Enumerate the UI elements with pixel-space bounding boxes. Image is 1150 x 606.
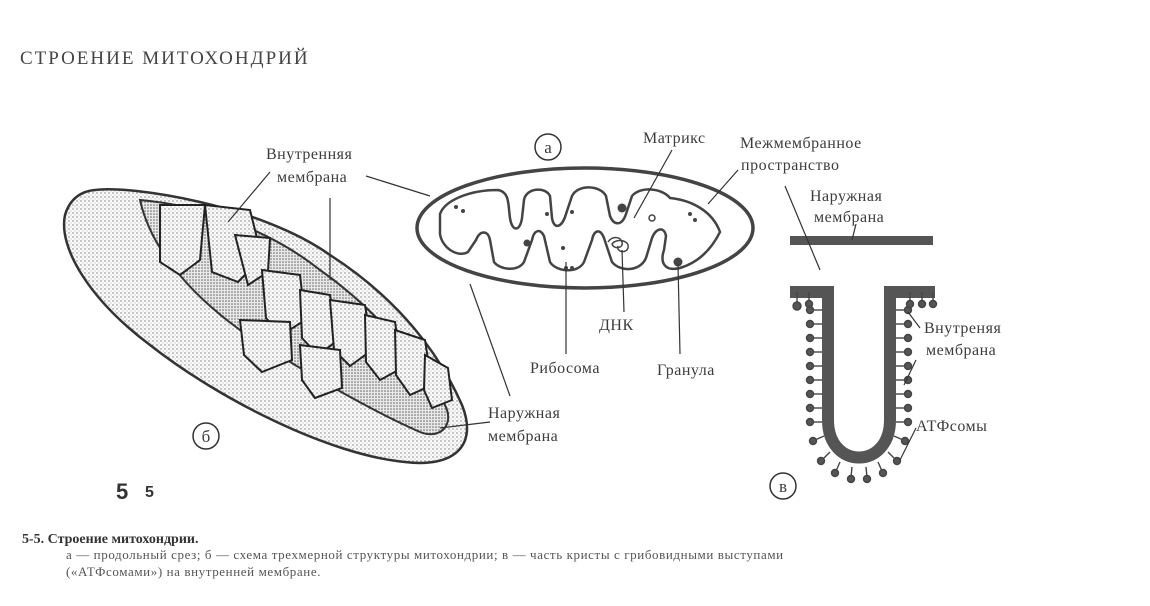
panel-a-letter: а [544, 138, 552, 157]
ribosome-dot [461, 209, 465, 213]
panel-b-inner-label-2: мембрана [277, 169, 347, 186]
panel-b-3d-mitochondrion [62, 188, 469, 465]
panel-c-inner-label-1: Внутреняя [924, 320, 1001, 337]
panel-b-letter-marker: б [192, 422, 220, 450]
ribosome-dot [561, 246, 565, 250]
panel-b-letter: б [202, 427, 211, 446]
atp-somes [792, 292, 938, 484]
ribosome-dot [454, 205, 458, 209]
intermembrane-label-1: Межмембранное [740, 135, 862, 152]
ribosome-dot [570, 266, 574, 270]
atp-somes-label: АТФсомы [916, 418, 987, 435]
crista-fold [790, 286, 935, 464]
panel-b-outer-label-1: Наружная [488, 405, 560, 422]
page-title: СТРОЕНИЕ МИТОХОНДРИЙ [20, 48, 310, 69]
figure-number: 5 [116, 479, 129, 504]
ribosome-label: Рибосома [530, 360, 600, 377]
cristae-folds [159, 203, 454, 410]
panel-a-leaders [469, 149, 739, 397]
panel-c-outer-label-2: мембрана [814, 209, 884, 226]
dna-label: ДНК [599, 317, 634, 334]
ribosome-dot [693, 218, 697, 222]
panel-b-outer-label-2: мембрана [488, 428, 558, 445]
granule-dot [673, 257, 683, 267]
granule-dot [617, 203, 627, 213]
matrix-label: Матрикс [643, 130, 706, 147]
granule-label: Гранула [657, 362, 715, 379]
panel-a-letter-marker: а [534, 133, 562, 161]
ribosome-dot [570, 210, 574, 214]
ribosome-dot [688, 212, 692, 216]
panel-c-letter: в [779, 477, 787, 496]
caption-line-1: а — продольный срез; б — схема трехмерно… [66, 547, 784, 562]
panel-c-crista [790, 236, 938, 484]
panel-a-section [415, 166, 755, 290]
dna-squiggle [607, 236, 629, 253]
panel-c-letter-marker: в [769, 472, 797, 500]
panel-c-inner-label-2: мембрана [926, 342, 996, 359]
outer-membrane-bar [790, 236, 933, 245]
ribosome-dot [545, 212, 549, 216]
vesicle [648, 214, 656, 222]
granule-dot [523, 239, 531, 247]
caption-title: 5-5. Строение митохондрии. [22, 532, 199, 547]
intermembrane-label-2: пространство [741, 157, 839, 174]
figure-number-small: 5 [145, 484, 154, 501]
panel-c-leaders [784, 185, 921, 461]
outer-membrane-ellipse [415, 166, 755, 290]
panel-b-leaders [227, 171, 491, 429]
panel-b-inner-label-1: Внутренняя [266, 146, 353, 163]
caption-line-2: («АТФсомами») на внутренней мембране. [66, 564, 322, 579]
inner-membrane-cristae [438, 186, 722, 272]
panel-c-outer-label-1: Наружная [810, 188, 882, 205]
matrix-particles [454, 203, 697, 270]
